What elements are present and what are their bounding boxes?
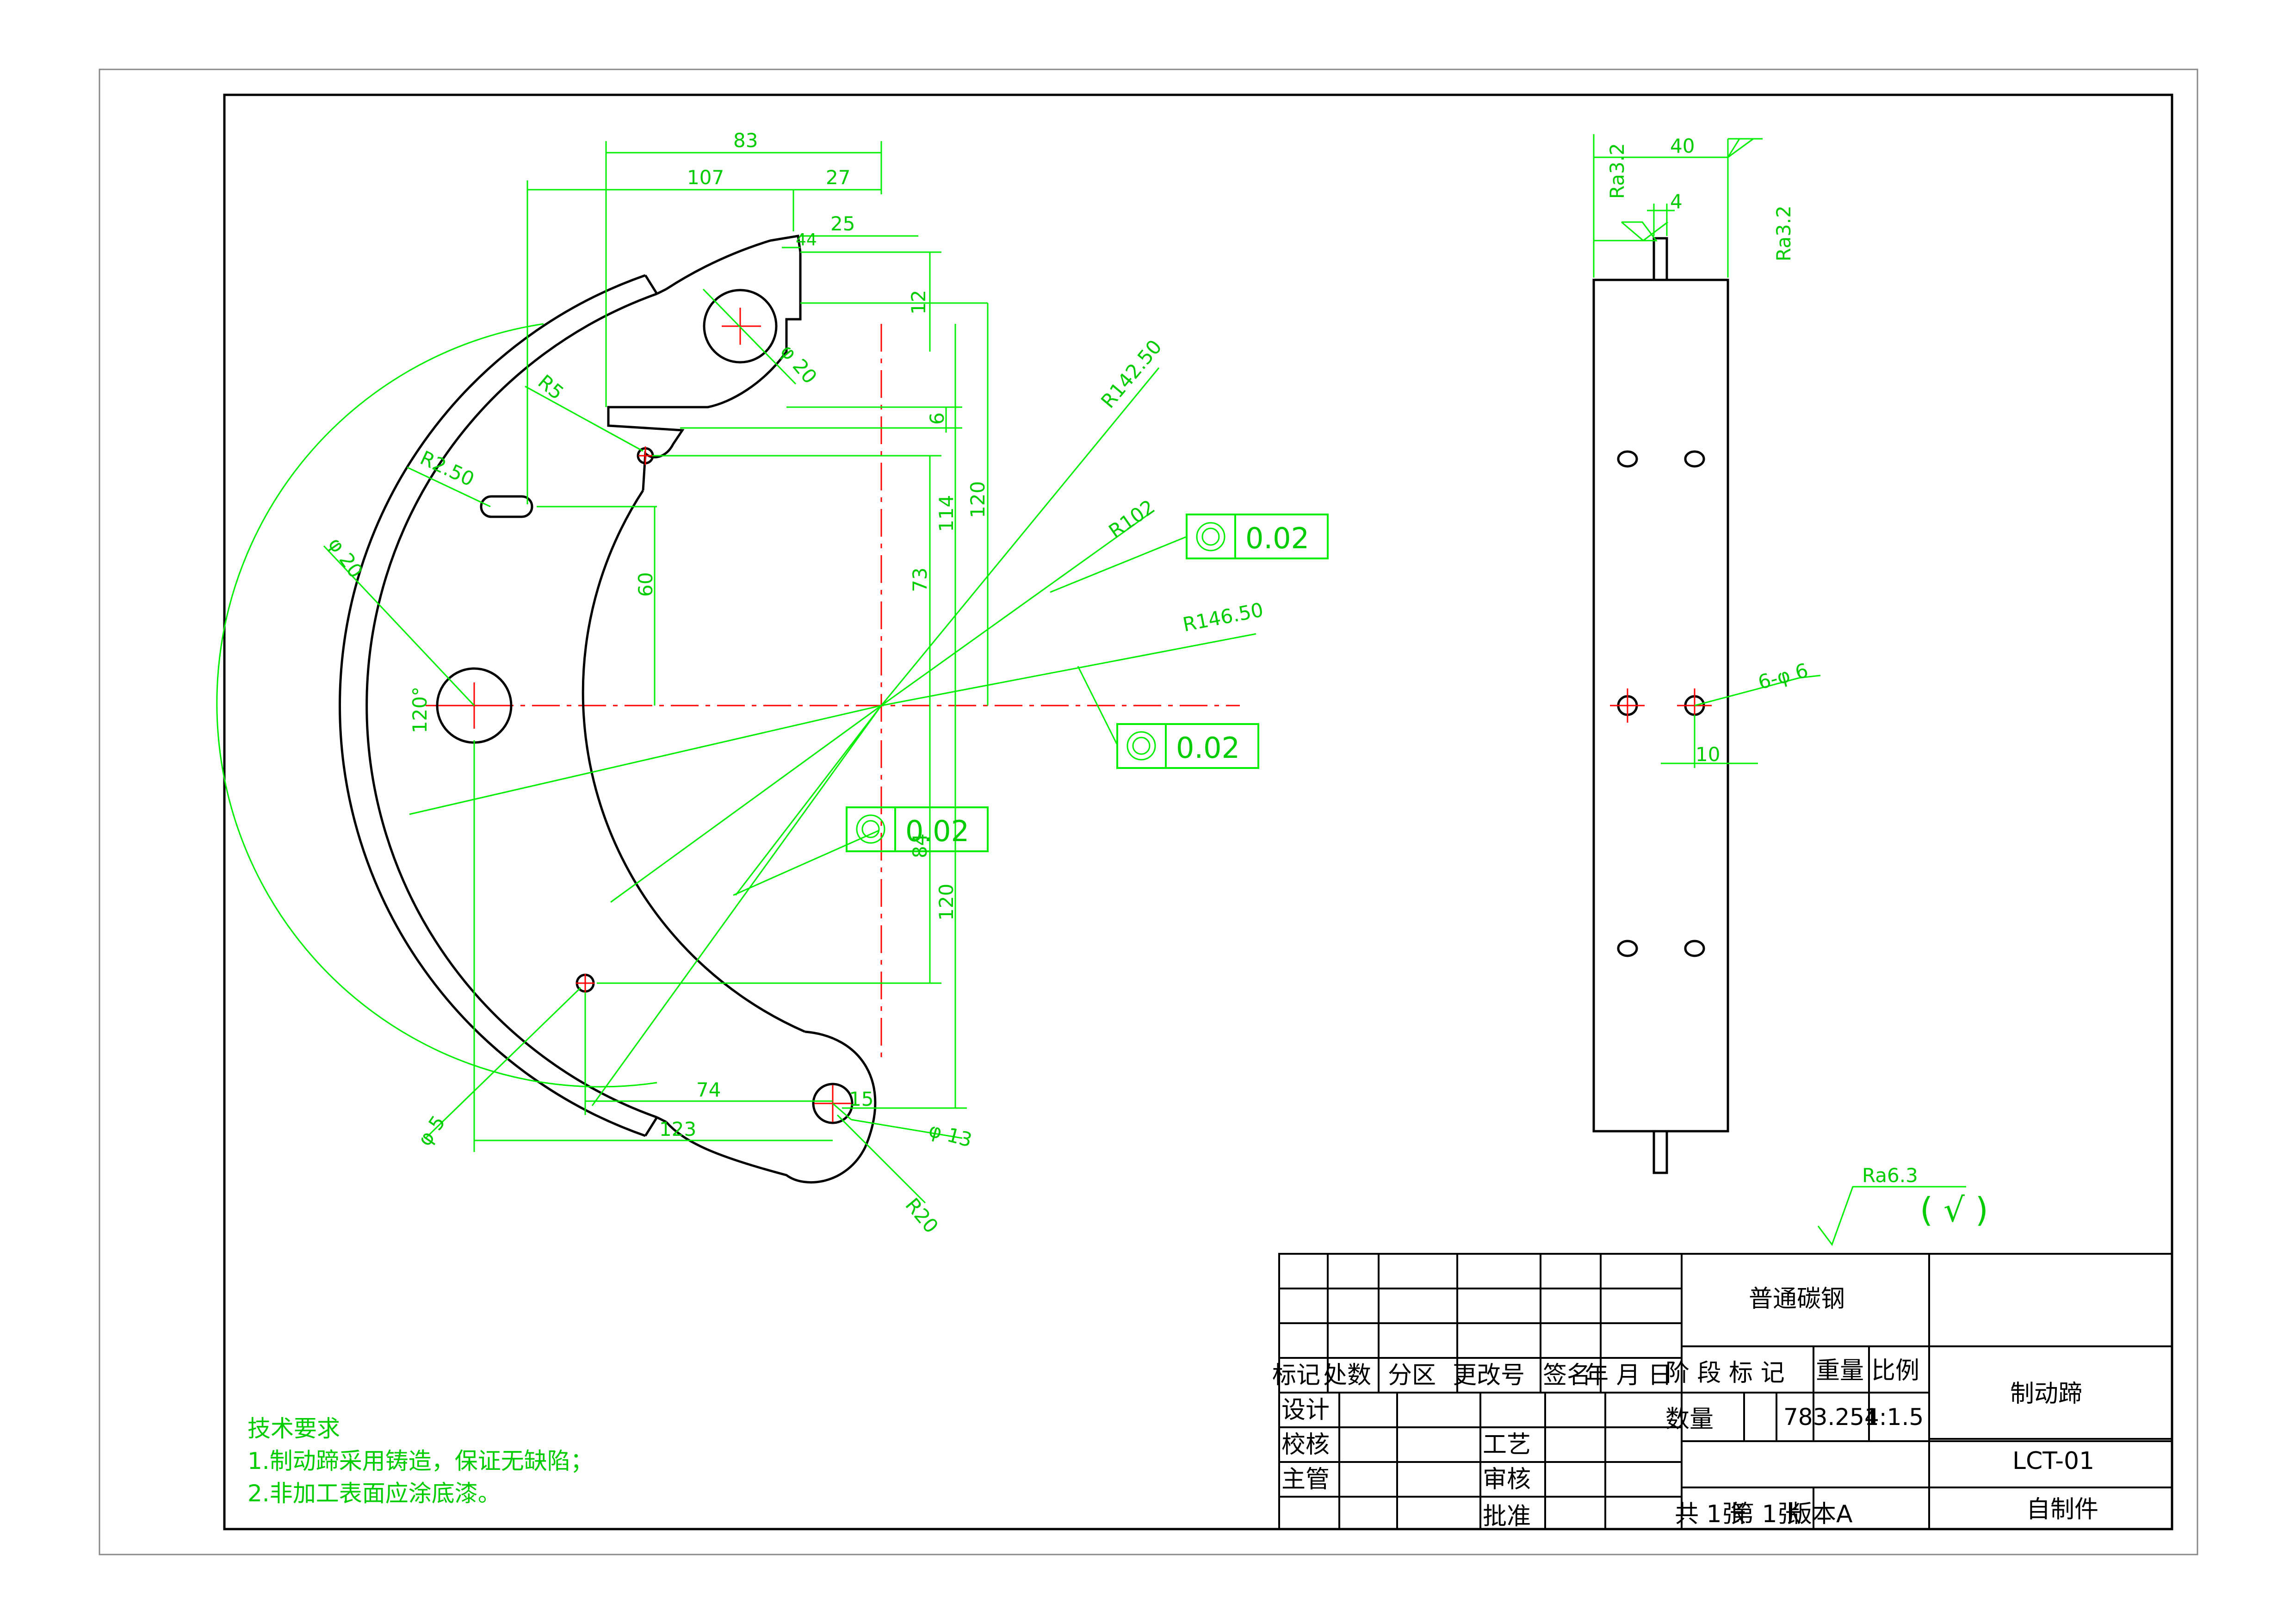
- dim-84: 84: [909, 834, 931, 858]
- header-change: 更改号: [1453, 1362, 1525, 1389]
- dim-r20-bottom: R20: [901, 1194, 943, 1238]
- check-label: 校核: [1281, 1431, 1330, 1459]
- side-dim-holes: 6-φ 6: [1756, 659, 1811, 694]
- tolerance-frame-3: 0.02: [846, 806, 989, 852]
- tolerance-value-2: 0.02: [1176, 731, 1240, 765]
- dim-phi20-hole: φ 20: [776, 340, 821, 388]
- tolerance-frame-2: 0.02: [1116, 723, 1259, 769]
- weight-label: 重量: [1816, 1357, 1864, 1385]
- material: 普通碳钢: [1749, 1285, 1845, 1313]
- qty-label: 数量: [1665, 1406, 1714, 1433]
- header-zone: 分区: [1388, 1362, 1436, 1389]
- side-view: 40 4 10 6-φ 6 Ra3.2 Ra3.2 Ra6.3 ( √ ): [1592, 134, 1988, 1246]
- dim-123: 123: [659, 1118, 696, 1140]
- brake-lining: [339, 274, 667, 1137]
- version: 版本A: [1788, 1500, 1853, 1528]
- drawing-number: LCT-01: [2012, 1447, 2094, 1475]
- front-view: 0.02 0.02 0.02 83 107 27 25 44 12 6 114 …: [216, 129, 1329, 1238]
- dim-phi5: φ 5: [413, 1111, 450, 1150]
- tech-heading: 技术要求: [248, 1415, 340, 1442]
- inner-frame: [223, 93, 2173, 1530]
- tech-item-1: 1.制动蹄采用铸造，保证无缺陷；: [248, 1448, 594, 1474]
- dim-74: 74: [696, 1078, 721, 1101]
- roughness-left: Ra3.2: [1606, 143, 1628, 199]
- dim-r14650: R146.50: [1181, 598, 1265, 636]
- bottom-pin: [1652, 1130, 1668, 1174]
- approve-label: 批准: [1483, 1503, 1531, 1530]
- header-sign: 签名: [1543, 1362, 1591, 1389]
- top-pin: [1652, 237, 1668, 281]
- dim-r5: R5: [534, 370, 568, 404]
- outer-frame: [99, 68, 2198, 1555]
- dim-15: 15: [849, 1088, 873, 1110]
- dim-120-bottom: 120: [935, 884, 958, 921]
- scale-label: 比例: [1871, 1357, 1919, 1385]
- dim-angle-120: 120°: [408, 687, 431, 733]
- header-count: 处数: [1323, 1362, 1371, 1389]
- stage-label: 阶 段 标 记: [1665, 1359, 1785, 1387]
- process-label: 工艺: [1483, 1431, 1531, 1459]
- side-dim-4: 4: [1670, 190, 1683, 213]
- dim-6: 6: [926, 412, 948, 425]
- side-dim-40: 40: [1670, 135, 1695, 157]
- header-date: 年 月 日: [1584, 1362, 1672, 1389]
- dim-60: 60: [634, 572, 657, 597]
- tech-item-2: 2.非加工表面应涂底漆。: [248, 1480, 501, 1507]
- design-label: 设计: [1281, 1396, 1330, 1424]
- scale-value: 1:1.5: [1864, 1404, 1924, 1431]
- dim-44: 44: [796, 230, 817, 249]
- source: 自制件: [2026, 1496, 2098, 1524]
- header-mark: 标记: [1272, 1362, 1320, 1389]
- shoe-body: [436, 235, 877, 1183]
- general-roughness: Ra6.3: [1862, 1164, 1918, 1187]
- supervisor-label: 主管: [1281, 1466, 1330, 1493]
- dim-r102: R102: [1105, 495, 1159, 543]
- weight-value: 783.254: [1783, 1404, 1879, 1431]
- dim-12: 12: [907, 290, 930, 315]
- dim-phi20-left: φ 20: [324, 533, 367, 582]
- dimension-lines: [216, 141, 1256, 1204]
- tolerance-value-3: 0.02: [905, 814, 969, 848]
- part-name: 制动蹄: [2010, 1380, 2082, 1408]
- dim-114: 114: [935, 495, 958, 532]
- tolerance-frame-1: 0.02: [1186, 514, 1329, 559]
- general-roughness-mark: ( √ ): [1920, 1190, 1988, 1229]
- sheet-number: 第 1张: [1730, 1500, 1801, 1528]
- tech-requirements: 技术要求 1.制动蹄采用铸造，保证无缺陷； 2.非加工表面应涂底漆。: [248, 1415, 594, 1507]
- title-block: 普通碳钢 制动蹄 LCT-01 自制件 标记 处数 分区 更改号 签名 年 月 …: [1272, 1253, 2173, 1530]
- dim-phi13: φ 13: [926, 1118, 974, 1152]
- dim-83: 83: [733, 129, 758, 152]
- centerlines: [426, 324, 1240, 1104]
- dim-27: 27: [826, 166, 850, 189]
- review-label: 审核: [1483, 1466, 1531, 1493]
- dim-73: 73: [909, 568, 931, 592]
- dim-107: 107: [687, 166, 724, 189]
- roughness-right: Ra3.2: [1772, 205, 1795, 261]
- tolerance-value-1: 0.02: [1245, 521, 1309, 555]
- sheet-total: 共 1张: [1675, 1500, 1746, 1528]
- side-dim-10: 10: [1696, 743, 1720, 766]
- dim-120-top: 120: [966, 481, 989, 518]
- dim-25: 25: [830, 212, 855, 235]
